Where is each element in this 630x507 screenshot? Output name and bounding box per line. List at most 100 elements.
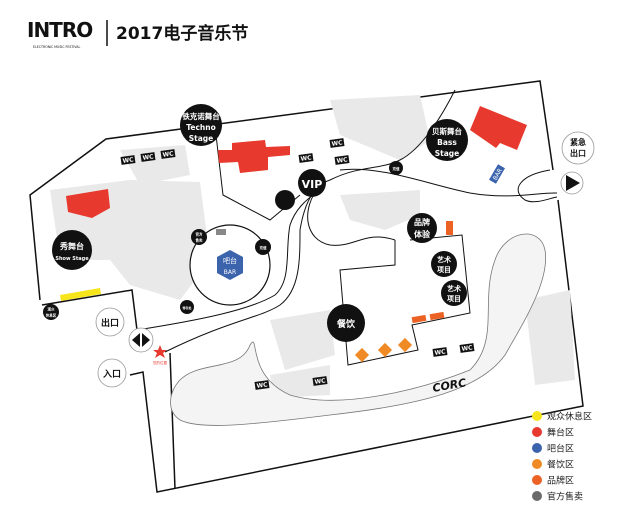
sponsor-logo: CORC bbox=[432, 376, 468, 395]
wc-label: WC bbox=[336, 156, 348, 165]
wc-label: WC bbox=[461, 344, 473, 353]
wc-label: WC bbox=[256, 381, 268, 390]
show-stage-area[interactable] bbox=[66, 189, 110, 218]
legend-swatch bbox=[532, 427, 542, 437]
show-stage-en: Show Stage bbox=[55, 256, 89, 262]
rest-area[interactable] bbox=[60, 288, 101, 301]
legend-swatch bbox=[532, 459, 542, 469]
legend-item: 餐饮区 bbox=[532, 459, 574, 471]
food-label: 餐饮 bbox=[336, 318, 356, 330]
art-project-marker[interactable]: 艺术 项目 bbox=[431, 251, 457, 277]
show-stage-cn: 秀舞台 bbox=[59, 241, 84, 251]
wc-icon[interactable]: WC bbox=[432, 347, 448, 357]
crowd-areas bbox=[50, 95, 575, 398]
official-sales-l1: 官方 bbox=[196, 232, 203, 237]
you-are-here: 您的位置 bbox=[153, 345, 167, 365]
vip-marker[interactable]: VIP bbox=[298, 169, 326, 197]
brand-booth bbox=[446, 221, 453, 235]
recharge-label: 充值 bbox=[393, 166, 401, 171]
recharge-label: 充值 bbox=[260, 245, 268, 250]
bass-stage-en2: Stage bbox=[435, 149, 460, 158]
emergency-exit-l1: 紧急 bbox=[570, 137, 586, 147]
legend-label: 品牌区 bbox=[547, 475, 574, 487]
legend-item: 品牌区 bbox=[532, 475, 574, 487]
official-sales-marker[interactable]: 官方 售卖 bbox=[191, 229, 207, 245]
art-l1: 艺术 bbox=[437, 255, 451, 264]
art-l2: 项目 bbox=[437, 265, 451, 274]
vip-label: VIP bbox=[302, 178, 323, 191]
legend-item: 官方售卖 bbox=[532, 491, 583, 503]
rest-area-marker[interactable]: 观众 休息区 bbox=[43, 304, 59, 320]
food-marker[interactable]: 餐饮 bbox=[327, 304, 365, 342]
bar-label-en: BAR bbox=[224, 269, 236, 276]
brand-l1: 品牌 bbox=[414, 217, 430, 227]
wc-icon[interactable]: WC bbox=[254, 380, 270, 390]
wc-label: WC bbox=[300, 154, 312, 163]
official-sales-l2: 售卖 bbox=[196, 238, 203, 243]
techno-stage-en2: Stage bbox=[189, 134, 214, 143]
venue-boundary bbox=[29, 80, 584, 493]
legend-item: 观众休息区 bbox=[532, 411, 592, 423]
brand-experience-marker[interactable]: 品牌 体验 bbox=[407, 213, 437, 243]
legend-swatch bbox=[532, 491, 542, 501]
entrance-marker[interactable]: 入口 bbox=[97, 358, 127, 388]
recharge-marker[interactable]: 充值 bbox=[255, 239, 271, 255]
wc-icon[interactable]: WC bbox=[298, 153, 314, 163]
art-l2: 项目 bbox=[447, 294, 461, 303]
rest-area-l2: 休息区 bbox=[45, 313, 57, 318]
entrance-label: 入口 bbox=[102, 369, 121, 380]
legend-swatch bbox=[532, 443, 542, 453]
logo-subtitle: ELECTRONIC MUSIC FESTIVAL bbox=[33, 45, 80, 49]
wc-icon[interactable]: WC bbox=[120, 155, 136, 165]
show-stage-marker[interactable]: 秀舞台 Show Stage bbox=[52, 230, 92, 270]
bar-hexagon bbox=[217, 250, 243, 280]
wc-icon[interactable]: WC bbox=[334, 155, 350, 165]
vip-area-dot bbox=[275, 190, 295, 210]
wc-icon[interactable]: WC bbox=[312, 376, 328, 386]
wc-label: WC bbox=[122, 156, 134, 165]
techno-stage-cn: 铁克诺舞台 bbox=[182, 111, 220, 121]
rest-area-l1: 观众 bbox=[47, 307, 55, 312]
wc-icon[interactable]: WC bbox=[459, 343, 475, 353]
brand-l2: 体验 bbox=[414, 229, 431, 239]
wc-label: WC bbox=[162, 150, 174, 159]
storage-label: 寄存处 bbox=[182, 305, 191, 310]
recharge-marker[interactable]: 充值 bbox=[389, 161, 403, 175]
emergency-exit-marker[interactable]: 紧急 出口 bbox=[561, 131, 595, 165]
wc-icon[interactable]: WC bbox=[329, 138, 345, 148]
wc-icon[interactable]: WC bbox=[160, 149, 176, 159]
art-project-marker[interactable]: 艺术 项目 bbox=[441, 280, 467, 306]
techno-stage-marker[interactable]: 铁克诺舞台 Techno Stage bbox=[180, 104, 222, 146]
legend-label: 餐饮区 bbox=[547, 459, 574, 471]
legend-label: 吧台区 bbox=[547, 443, 574, 455]
legend-swatch bbox=[532, 411, 542, 421]
logo: INTRO bbox=[27, 18, 92, 42]
emergency-exit-arrow-icon bbox=[560, 171, 584, 195]
techno-stage-area[interactable] bbox=[218, 140, 290, 173]
bass-stage-marker[interactable]: 贝斯舞台 Bass Stage bbox=[426, 119, 468, 161]
bar-tag[interactable]: BAR bbox=[489, 164, 505, 184]
sponsor-logo-text: CORC bbox=[432, 376, 468, 395]
wc-group: WC WC WC WC WC WC WC WC WC WC bbox=[120, 138, 475, 390]
wc-label: WC bbox=[331, 139, 343, 148]
food-stalls bbox=[354, 337, 413, 363]
wc-label: WC bbox=[142, 153, 154, 162]
exit-marker[interactable]: 出口 bbox=[95, 307, 125, 337]
legend-label: 舞台区 bbox=[547, 427, 574, 439]
bar-area[interactable]: 吧台 BAR bbox=[217, 250, 243, 280]
bass-stage-area[interactable] bbox=[470, 106, 527, 150]
wc-icon[interactable]: WC bbox=[140, 152, 156, 162]
bass-stage-cn: 贝斯舞台 bbox=[432, 126, 462, 136]
walkway-track bbox=[170, 233, 547, 426]
legend-label: 观众休息区 bbox=[547, 411, 592, 423]
brand-booth bbox=[411, 314, 427, 324]
legend-label: 官方售卖 bbox=[547, 491, 583, 503]
legend-item: 吧台区 bbox=[532, 443, 574, 455]
wc-label: WC bbox=[434, 348, 446, 357]
techno-stage-en1: Techno bbox=[186, 123, 215, 132]
storage-marker[interactable]: 寄存处 bbox=[180, 300, 194, 314]
you-are-here-label: 您的位置 bbox=[153, 360, 167, 365]
header: INTRO ELECTRONIC MUSIC FESTIVAL 2017电子音乐… bbox=[27, 18, 248, 49]
